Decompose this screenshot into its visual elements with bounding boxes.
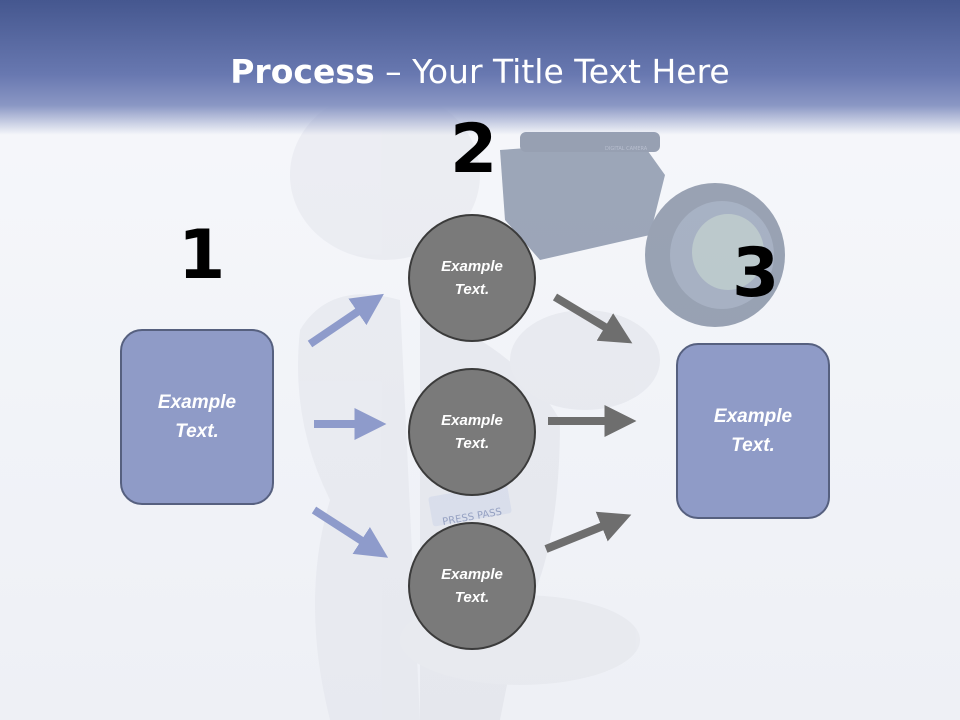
right-box-line2: Text. (731, 435, 775, 456)
arrow-bottom-to-right (544, 511, 632, 553)
slide-title: Process – Your Title Text Here (0, 52, 960, 91)
step-number-3: 3 (732, 234, 780, 313)
header-band (0, 0, 960, 135)
circle-top-line1: Example (441, 258, 503, 275)
left-box-line1: Example (157, 392, 237, 413)
arrow-left-to-bottom (311, 506, 389, 558)
left-box-line2: Text. (175, 421, 219, 442)
camera-lens-glass (692, 214, 764, 290)
right-box-line1: Example (713, 406, 793, 427)
figure-body (298, 294, 420, 720)
step-number-2: 2 (450, 110, 498, 189)
circle-top-line2: Text. (454, 281, 490, 298)
circle-bottom-line2: Text. (454, 589, 490, 606)
circle-bottom-line1: Example (441, 566, 503, 583)
arrow-top-to-right (552, 293, 633, 344)
camera-top (520, 132, 660, 152)
title-rest: – Your Title Text Here (374, 52, 730, 91)
circle-middle-line2: Text. (454, 435, 490, 452)
arrow-left-to-top (307, 293, 384, 348)
camera-body (500, 140, 665, 260)
title-bold: Process (230, 52, 375, 91)
circle-middle-line1: Example (441, 412, 503, 429)
step-number-1: 1 (178, 216, 226, 295)
press-pass-badge (428, 483, 512, 527)
camera-brand-text: DIGITAL CAMERA (605, 146, 648, 152)
